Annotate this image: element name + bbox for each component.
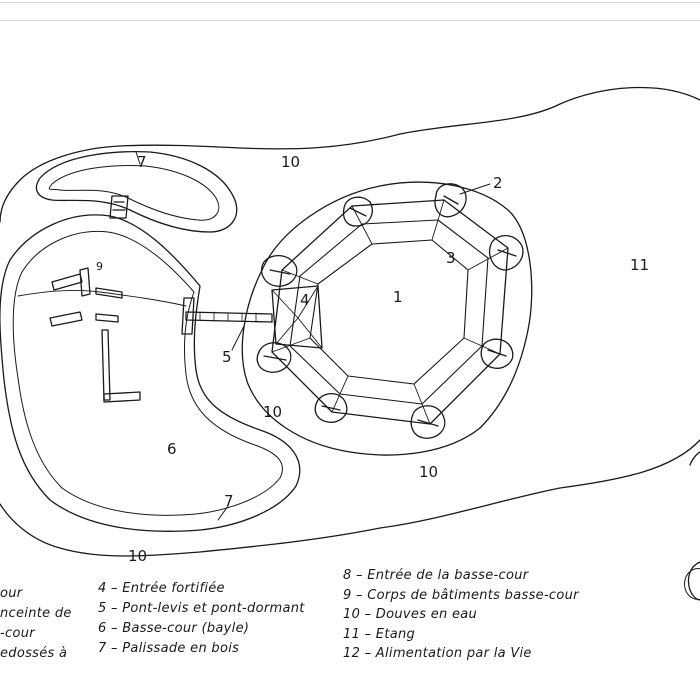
tower-2a (434, 183, 467, 218)
label-7a: 7 (137, 153, 147, 171)
label-11: 11 (630, 256, 649, 274)
building-9g (103, 391, 141, 403)
paper-rule-line (0, 20, 700, 21)
legend-item: our (0, 586, 23, 601)
castle-outer-ring (241, 181, 533, 456)
label-2: 2 (493, 174, 503, 192)
building-9h (17, 289, 187, 307)
bailey-outline (0, 214, 301, 532)
paper-rule-line (0, 2, 700, 3)
label-7b: 7 (224, 492, 234, 510)
building-9c (95, 287, 123, 299)
legend-item: edossés à (0, 646, 68, 661)
pond-outline (0, 86, 700, 223)
legend-item: 11 – Etang (343, 626, 416, 642)
fortified-gate-roof (271, 285, 323, 349)
bridge-gate-post (181, 297, 195, 335)
palisade-island-inner (48, 165, 220, 221)
tower-sw (256, 342, 292, 373)
legend-item: 9 – Corps de bâtiments basse-cour (343, 587, 579, 603)
label-10a: 10 (281, 153, 300, 171)
leader-7b (217, 505, 229, 521)
label-6: 6 (167, 440, 177, 458)
label-10d: 10 (128, 547, 147, 565)
building-9a (51, 273, 83, 291)
bailey-palisade (12, 230, 283, 516)
building-9b (79, 267, 91, 297)
tower-se (410, 405, 446, 439)
legend-item: 6 – Basse-cour (bayle) (98, 621, 250, 636)
building-9f (101, 329, 111, 401)
legend-item: -cour (0, 626, 35, 641)
bridge-planks (199, 311, 257, 323)
legend-item: nceinte de (0, 606, 72, 621)
leader-7a (135, 151, 141, 165)
building-9e (95, 313, 119, 323)
palisade-island (35, 151, 238, 233)
gate-8 (109, 195, 129, 219)
tower-w (261, 255, 298, 287)
tower-s (314, 393, 348, 423)
tower-ne (489, 235, 524, 271)
bridge (185, 311, 273, 323)
legend-item: 10 – Douves en eau (343, 607, 478, 622)
curtain-wall-inner (309, 239, 469, 385)
building-9d (49, 311, 83, 327)
tower-e (480, 338, 514, 369)
label-4: 4 (300, 291, 310, 309)
legend-item: 4 – Entrée fortifiée (98, 581, 225, 596)
curtain-wall-outer (271, 199, 509, 425)
leader-2 (459, 183, 491, 195)
label-10c: 10 (419, 463, 438, 481)
legend-item: 8 – Entrée de la basse-cour (343, 568, 529, 583)
label-9: 9 (96, 260, 103, 273)
label-5: 5 (222, 348, 232, 366)
legend-item: 7 – Palissade en bois (98, 641, 240, 656)
tower-nw (342, 196, 373, 227)
label-3: 3 (446, 249, 456, 267)
legend-item: 12 – Alimentation par la Vie (343, 646, 532, 661)
legend-item: 5 – Pont-levis et pont-dormant (98, 601, 305, 616)
label-1: 1 (393, 288, 403, 306)
curtain-wall-spokes (271, 199, 509, 425)
pond-right-notch (689, 451, 700, 466)
leader-5 (231, 325, 245, 351)
pond-outline-lower (0, 439, 700, 557)
label-10b: 10 (263, 403, 282, 421)
